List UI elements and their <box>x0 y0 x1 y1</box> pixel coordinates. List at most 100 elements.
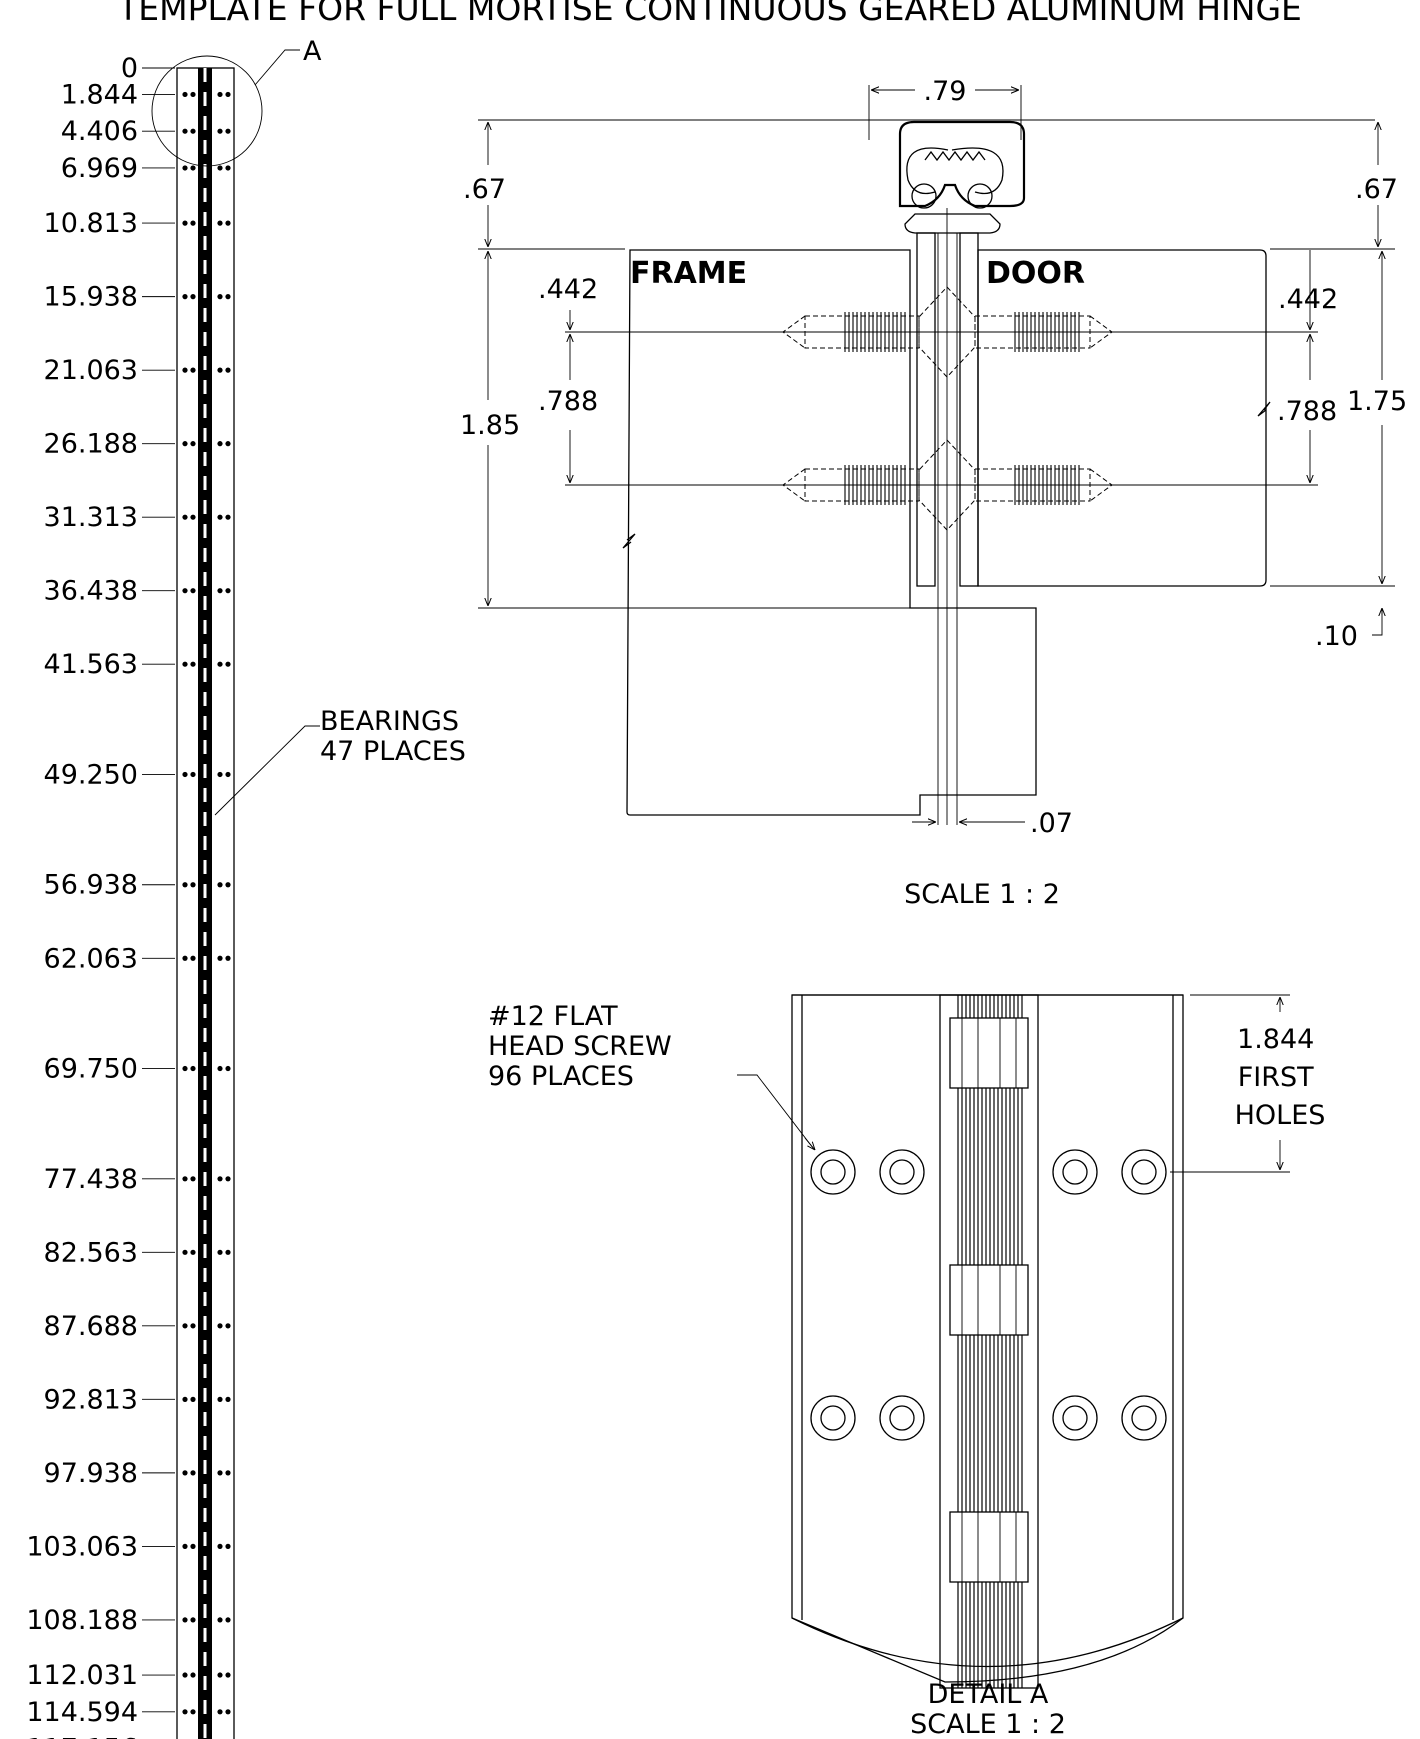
screw-hole-dot <box>217 91 223 98</box>
screw-hole-dot <box>217 1065 223 1072</box>
position-label: 108.188 <box>26 1605 138 1636</box>
screw-hole-dot <box>190 1470 196 1476</box>
position-label: 112.031 <box>26 1660 138 1691</box>
hinge-elevation: 01.8444.4066.96910.81315.93821.06326.188… <box>26 36 466 1739</box>
screw-hole-dot <box>217 165 223 171</box>
screw-hole-dot <box>190 91 196 98</box>
detail-knuckle-pattern <box>949 995 1029 1688</box>
position-label: 62.063 <box>44 943 138 974</box>
screw-hole-dot <box>182 165 188 171</box>
position-label: 97.938 <box>44 1458 138 1489</box>
screw-note-line1: #12 FLAT <box>488 1001 618 1032</box>
position-label: 77.438 <box>44 1164 138 1195</box>
screw-hole-inner <box>889 1159 915 1185</box>
screw-hole-dot <box>225 367 231 373</box>
screw-hole-dot <box>190 1249 196 1255</box>
dim-gap: .07 <box>1030 808 1073 839</box>
center-leaf-right <box>959 232 979 587</box>
screw-hole-dot <box>225 1396 231 1402</box>
dim-first-screw-right: .442 <box>1278 284 1338 315</box>
detail-knuckle-channel <box>939 994 1039 1689</box>
screw-note-leader <box>737 1074 814 1149</box>
door-label: DOOR <box>986 256 1085 291</box>
screw-hole-inner <box>889 1405 915 1431</box>
screw-hole-dot <box>182 661 188 667</box>
position-label: 69.750 <box>44 1054 138 1085</box>
detail-name: DETAIL A <box>928 1679 1049 1710</box>
screw-hole-dot <box>217 1323 223 1329</box>
screw-hole-dot <box>182 514 188 520</box>
screw-hole-dot <box>217 882 223 888</box>
screw-hole-inner <box>1131 1405 1157 1431</box>
position-label: 92.813 <box>44 1384 138 1415</box>
frame-label: FRAME <box>630 256 747 291</box>
position-label: 31.313 <box>44 502 138 533</box>
screw-hole-dot <box>225 1709 231 1715</box>
dim-screw-spacing-right: .788 <box>1277 396 1337 427</box>
screw-hole-dot <box>217 955 223 961</box>
screw-hole-dot <box>217 1672 223 1678</box>
screw-hole-dot <box>217 1176 223 1182</box>
screw-hole-dot <box>217 1617 223 1623</box>
screw-hole-inner <box>1062 1159 1088 1185</box>
detail-outline <box>791 994 1184 1683</box>
position-label: 6.969 <box>61 153 138 184</box>
screw-hole-dot <box>182 1543 188 1549</box>
screw-hole-dot <box>190 1176 196 1182</box>
first-holes-line2: FIRST <box>1238 1062 1314 1093</box>
knuckle-inner-left <box>906 147 949 195</box>
door-break-mark <box>1257 401 1271 417</box>
dim-knuckle-width: .79 <box>924 76 967 107</box>
dim-010-leader <box>1372 610 1383 636</box>
position-label: 87.688 <box>44 1311 138 1342</box>
frame-leaf <box>626 249 1037 816</box>
position-label: 1.844 <box>61 79 138 110</box>
screw-hole-dot <box>182 441 188 447</box>
screw-hole-dot <box>217 514 223 520</box>
screw-note: #12 FLAT HEAD SCREW 96 PLACES <box>488 1001 680 1092</box>
position-label: 10.813 <box>44 208 138 239</box>
drawing-title: TEMPLATE FOR FULL MORTISE CONTINUOUS GEA… <box>117 0 1302 28</box>
screw-hole-dots <box>182 91 231 1715</box>
screw-hole-dot <box>190 771 196 778</box>
dim-offset: .10 <box>1315 621 1358 652</box>
screw-hole-outer <box>810 1395 856 1441</box>
hinge-knuckle-strip <box>198 68 212 1739</box>
screw-hole-dot <box>225 771 231 778</box>
screw-hole-dot <box>182 1672 188 1678</box>
detail-scale-label: SCALE 1 : 2 <box>910 1709 1066 1739</box>
dim-frame-leaf: 1.85 <box>460 410 520 441</box>
bearing-block <box>949 1264 1029 1336</box>
screw-hole-dot <box>225 1672 231 1678</box>
position-label: 4.406 <box>61 116 138 147</box>
screw-hole-inner <box>820 1405 846 1431</box>
detail-a-leader <box>254 49 300 86</box>
screw-hole-dot <box>225 514 231 520</box>
screw-hole-dot <box>225 165 231 171</box>
screw-hole-dot <box>225 588 231 594</box>
screw-hole-dot <box>190 955 196 961</box>
screw-hole-dot <box>225 661 231 667</box>
screw-hole-dot <box>190 1709 196 1715</box>
screw-hole-outer <box>1121 1395 1167 1441</box>
detail-bottom-arc <box>791 1617 1184 1668</box>
door-leaf <box>977 249 1267 587</box>
position-label: 36.438 <box>44 576 138 607</box>
screw-hole-dot <box>182 588 188 594</box>
screw-hole-inner <box>1131 1159 1157 1185</box>
screw-hole-dot <box>182 367 188 373</box>
screw-hole-dot <box>225 220 231 226</box>
screw-hole-dot <box>217 771 223 778</box>
screw-hole-dot <box>182 1396 188 1402</box>
first-holes-value: 1.844 <box>1237 1024 1314 1055</box>
screw-hole-dot <box>225 1470 231 1476</box>
gear-teeth <box>924 150 986 162</box>
position-label: 49.250 <box>44 759 138 790</box>
screw-hole-dot <box>225 294 231 300</box>
screw-hole-dot <box>217 128 223 134</box>
screw-hole-outer <box>810 1149 856 1195</box>
detail-screw-holes <box>810 1149 1167 1441</box>
screw-hole-dot <box>225 1065 231 1072</box>
screw-hole-dot <box>190 1543 196 1549</box>
screw-hole-dot <box>217 1396 223 1402</box>
